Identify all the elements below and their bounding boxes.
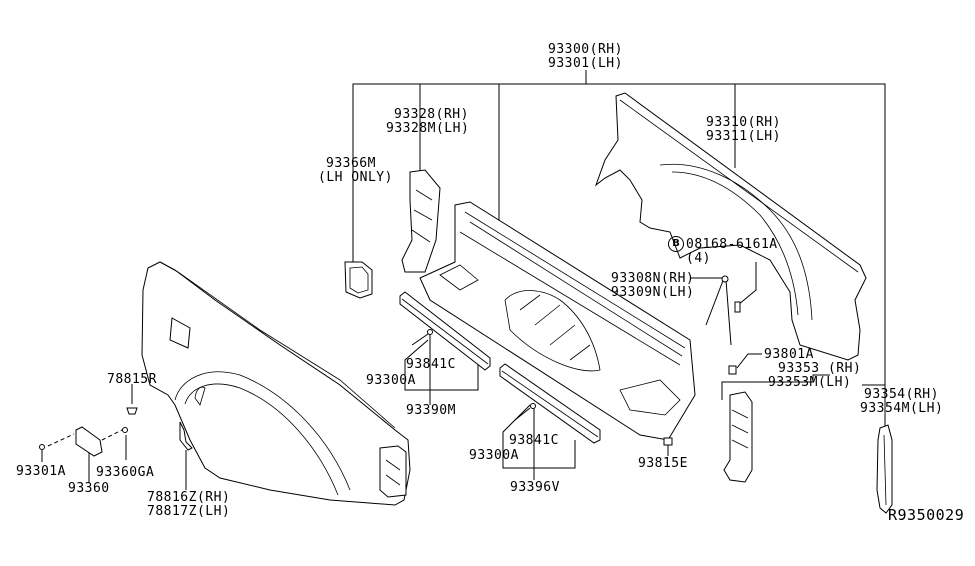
label-fuel-pocket-note: (LH ONLY) bbox=[318, 170, 393, 185]
label-front-bracket-rh: 93328(RH) bbox=[394, 107, 469, 122]
label-rear-pillar-lh: 93354M(LH) bbox=[860, 401, 944, 416]
label-bolt: 08168-6161A bbox=[686, 237, 778, 252]
label-rear-bracket-lh: 93353M(LH) bbox=[768, 375, 852, 390]
label-lower-screw: 93300A bbox=[469, 448, 519, 463]
label-strap-rh: 93308N(RH) bbox=[611, 271, 695, 286]
upper-rail bbox=[399, 291, 491, 371]
rear-pillar bbox=[876, 424, 893, 514]
label-93360: 93360 bbox=[68, 481, 110, 496]
fuel-filler-pocket bbox=[344, 261, 373, 299]
front-bracket bbox=[401, 169, 441, 273]
lower-rail bbox=[499, 363, 601, 444]
rear-bracket bbox=[723, 391, 753, 483]
label-93801a: 93801A bbox=[764, 347, 814, 362]
label-outer-panel-lh: 93311(LH) bbox=[706, 129, 781, 144]
label-93301a: 93301A bbox=[16, 464, 66, 479]
label-upper-clip: 93841C bbox=[406, 357, 456, 372]
label-upper-rail: 93390M bbox=[406, 403, 456, 418]
label-side-panel-rh: 93300(RH) bbox=[548, 42, 623, 57]
label-93360ga: 93360GA bbox=[96, 465, 155, 480]
label-bolt-qty: (4) bbox=[686, 251, 711, 266]
label-fuel-pocket: 93366M bbox=[326, 156, 376, 171]
left-side-panel bbox=[141, 261, 411, 506]
label-strap-lh: 93309N(LH) bbox=[611, 285, 695, 300]
screws bbox=[411, 329, 673, 446]
label-upper-screw: 93300A bbox=[366, 373, 416, 388]
label-mudguard-clip-lh: 78817Z(LH) bbox=[147, 504, 231, 519]
strap-and-bolt bbox=[705, 275, 741, 375]
label-mudguard-clip-rh: 78816Z(RH) bbox=[147, 490, 231, 505]
bolt-badge-icon: B bbox=[668, 236, 684, 252]
right-side-panel bbox=[594, 92, 867, 361]
leader-lines bbox=[41, 70, 886, 490]
label-outer-panel-rh: 93310(RH) bbox=[706, 115, 781, 130]
label-93815e: 93815E bbox=[638, 456, 688, 471]
label-side-panel-lh: 93301(LH) bbox=[548, 56, 623, 71]
label-rear-pillar-rh: 93354(RH) bbox=[864, 387, 939, 402]
diagram-ref-code: R9350029 bbox=[888, 506, 965, 524]
label-lower-rail: 93396V bbox=[510, 480, 560, 495]
small-parts-left bbox=[39, 407, 193, 457]
label-78815r: 78815R bbox=[107, 372, 157, 387]
label-lower-clip: 93841C bbox=[509, 433, 559, 448]
label-rear-bracket-rh: 93353 (RH) bbox=[778, 361, 862, 376]
label-front-bracket-lh: 93328M(LH) bbox=[386, 121, 470, 136]
